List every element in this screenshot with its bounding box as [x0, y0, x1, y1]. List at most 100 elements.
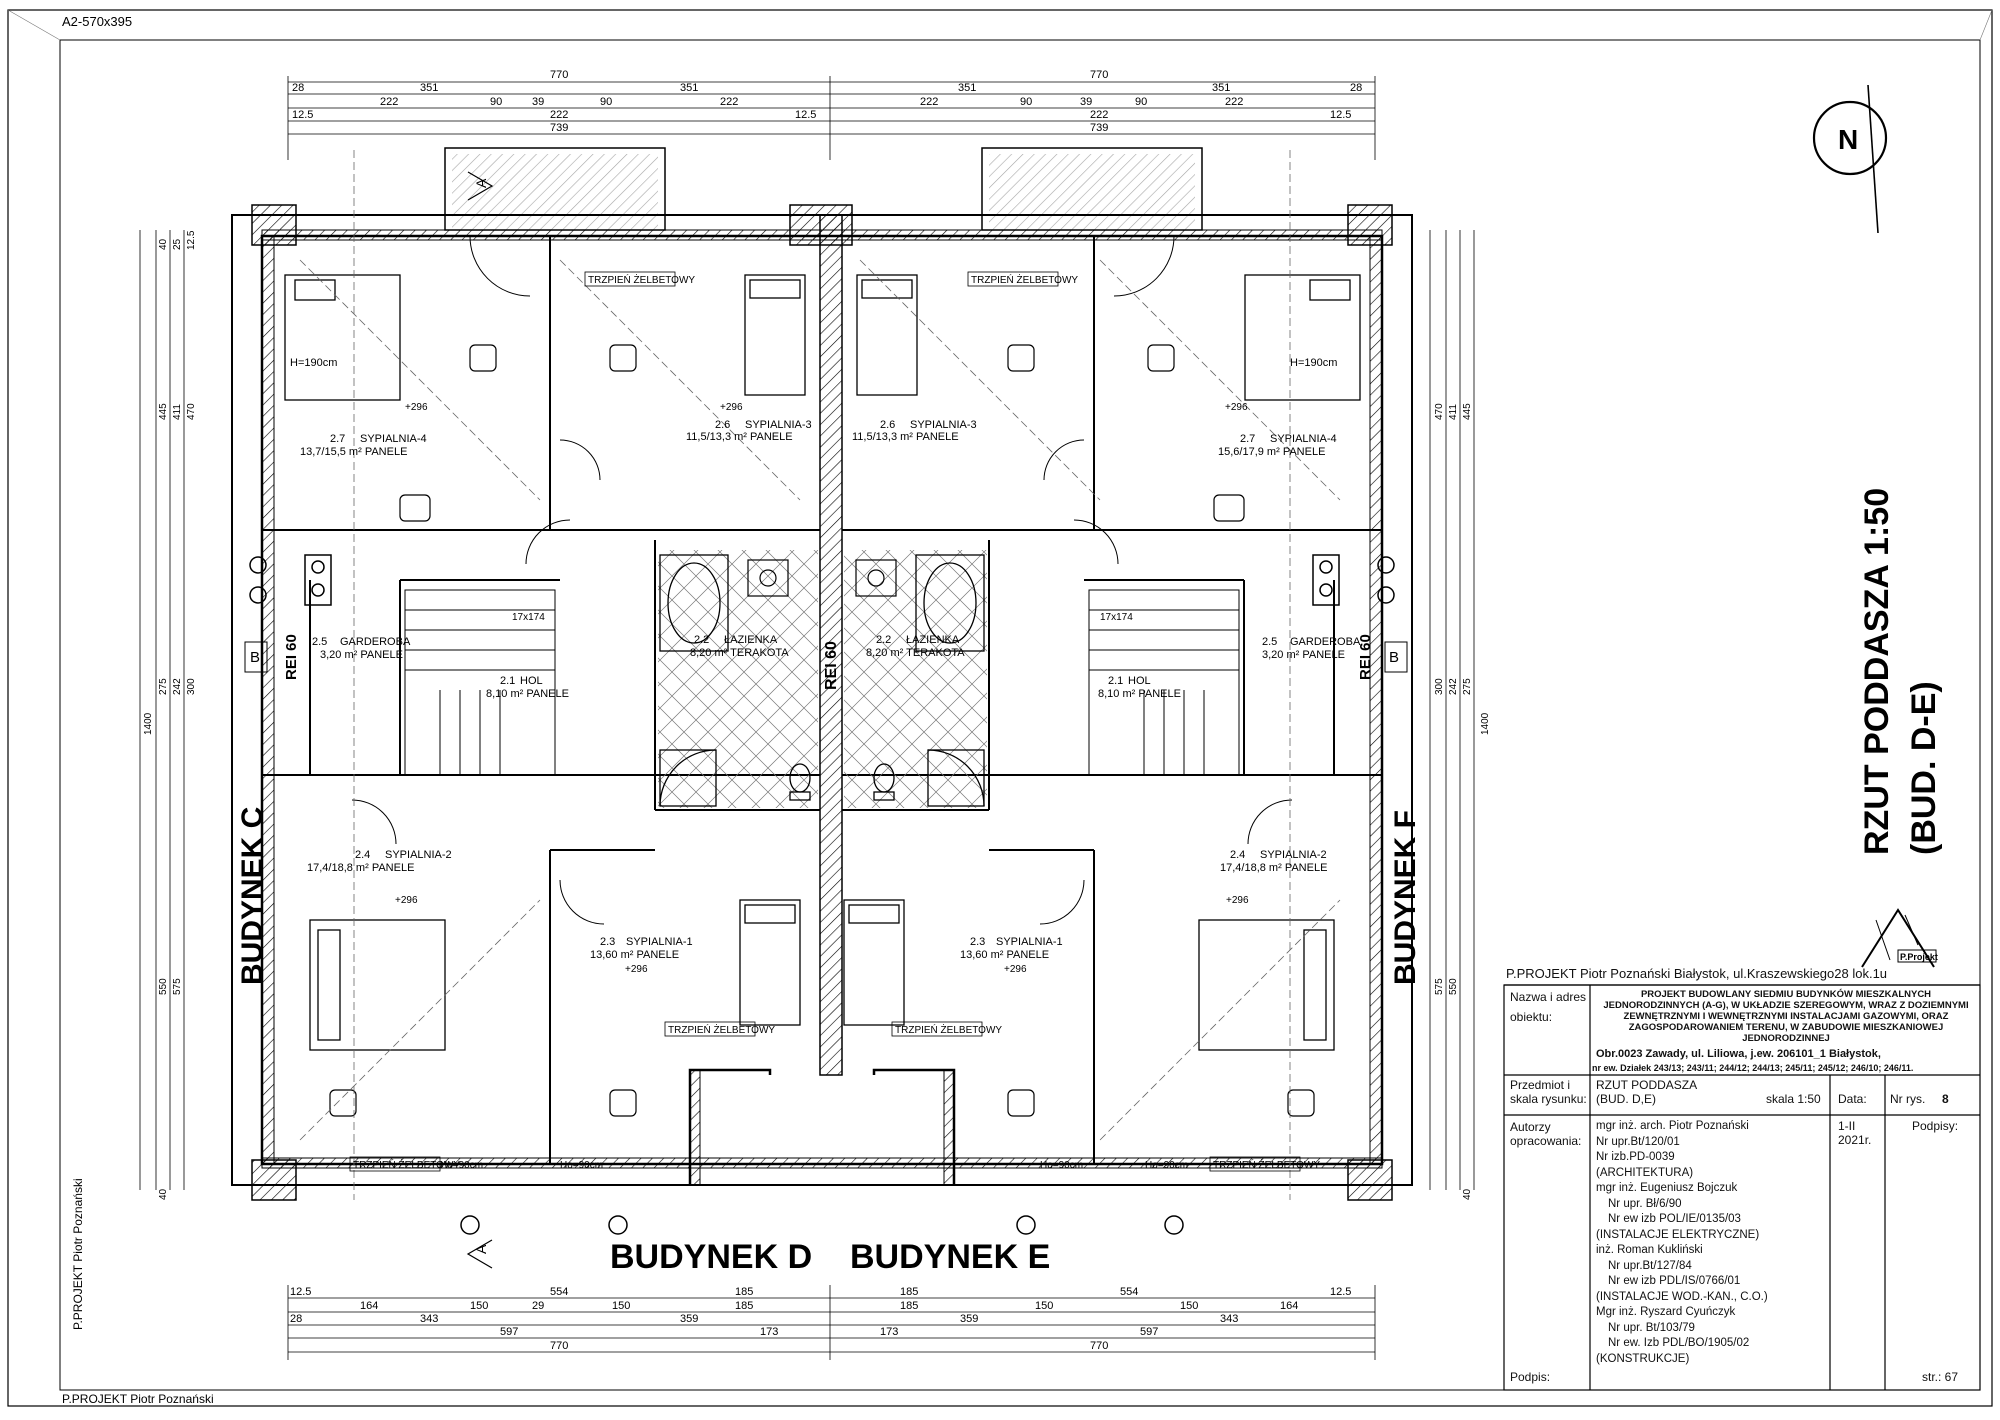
bathroom-tile-left [658, 550, 818, 808]
roof-lines [299, 150, 1341, 1200]
stair-label-left: 17x174 [512, 612, 545, 623]
room-2-2-right-name: ŁAZIENKA [906, 634, 960, 646]
level-1: +296 [405, 402, 428, 413]
dim-bot-h: 150 [470, 1300, 488, 1312]
page-number: str.: 67 [1922, 1370, 1959, 1384]
room-2-6-left-id: 2.6 [715, 419, 730, 431]
room-2-6-left: 2.6 SYPIALNIA-3 11,5/13,3 m² PANELE [686, 419, 812, 443]
skala-value: skala 1:50 [1766, 1092, 1821, 1106]
level-5: +296 [625, 964, 648, 975]
room-2-3-left: 2.3 SYPIALNIA-1 13,60 m² PANELE [590, 936, 693, 961]
dim-bot-j: 150 [612, 1300, 630, 1312]
shower-left [659, 749, 717, 807]
bed-room-2-3-right [843, 899, 905, 1026]
room-2-1-left: 2.1 HOL 8,10 m² PANELE [486, 675, 569, 700]
dim-bot-s: 343 [1220, 1313, 1238, 1325]
dim-bot-k: 185 [735, 1300, 753, 1312]
room-2-4-left: 2.4 SYPIALNIA-2 17,4/18,8 m² PANELE [307, 849, 452, 874]
dim-side-575-left: 575 [172, 978, 183, 995]
drawing-title-line2: (BUD. D-E) [1905, 681, 1943, 855]
opracowania-label: opracowania: [1510, 1134, 1582, 1148]
room-2-3-right-name: SYPIALNIA-1 [996, 936, 1063, 948]
room-2-7-left-name: SYPIALNIA-4 [360, 433, 427, 445]
nr-rys-value: 8 [1942, 1092, 1949, 1106]
dim-side-445-left: 445 [158, 403, 169, 420]
author-4-role: (KONSTRUKCJE) [1596, 1352, 1690, 1365]
dim-bot-e: 554 [1120, 1286, 1138, 1298]
room-2-1-right-name: HOL [1128, 675, 1151, 687]
room-2-5-left-name: GARDEROBA [340, 636, 411, 648]
dim-side-275-right: 275 [1462, 678, 1473, 695]
author-1-role: (ARCHITEKTURA) [1596, 1166, 1694, 1179]
author-4-upr: Nr upr. Bt/103/79 [1608, 1321, 1695, 1334]
section-marker-b-left: B [244, 641, 268, 673]
trzpien-3: TRZPIEŃ ŻELBETOWY [668, 1023, 775, 1036]
dim-top-d: 351 [958, 82, 976, 94]
dim-side-1400-right: 1400 [1480, 712, 1491, 735]
dim-bot-u: 597 [500, 1326, 518, 1338]
dim-bot-q: 359 [680, 1313, 698, 1325]
dim-bot-b: 554 [550, 1286, 568, 1298]
room-2-3-left-id: 2.3 [600, 936, 615, 948]
dim-top-h: 90 [490, 96, 502, 108]
dim-side-470-right: 470 [1434, 403, 1445, 420]
bed-room-2-7-right [1244, 274, 1361, 401]
room-2-6-right-name: SYPIALNIA-3 [910, 419, 977, 431]
room-2-2-right-area: 8,20 m² TERAKOTA [866, 647, 965, 659]
room-2-5-left-id: 2.5 [312, 636, 327, 648]
room-2-2-left-name: ŁAZIENKA [724, 634, 778, 646]
dim-side-40-left: 40 [158, 238, 169, 250]
dim-bot-z: 770 [1090, 1340, 1108, 1352]
dimension-chain-left [139, 230, 185, 1190]
author-2-role: (INSTALACJE ELEKTRYCZNE) [1596, 1228, 1760, 1241]
room-2-2-left-area: 8,20 m² TERAKOTA [690, 647, 789, 659]
room-2-4-right-id: 2.4 [1230, 849, 1245, 861]
room-2-6-right-area: 11,5/13,3 m² PANELE [852, 431, 959, 443]
author-2-name: mgr inż. Eugeniusz Bojczuk [1596, 1182, 1738, 1194]
bed-room-2-6-left [744, 274, 806, 396]
podpisy-label: Podpisy: [1912, 1119, 1959, 1133]
trzpien-4: TRZPIEŃ ŻELBETOWY [895, 1023, 1002, 1036]
dim-top-e: 351 [1212, 82, 1230, 94]
room-2-1-left-name: HOL [520, 675, 543, 687]
skala-label: skala rysunku: [1510, 1092, 1587, 1106]
bed-height-right: H=190cm [1290, 357, 1337, 369]
level-2: +296 [720, 402, 743, 413]
dim-bot-c: 185 [735, 1286, 753, 1298]
podpis-label: Podpis: [1510, 1370, 1551, 1384]
sink-right [855, 559, 897, 597]
dim-side-242-left: 242 [172, 678, 183, 695]
dim-bot-f: 12.5 [1330, 1286, 1351, 1298]
north-label: N [1838, 124, 1858, 155]
dim-side-575-right: 575 [1434, 978, 1445, 995]
project-line-2: JEDNORODZINNYCH (A-G), W UKŁADZIE SZEREG… [1603, 1000, 1969, 1011]
date-value-1: 1-II [1838, 1119, 1856, 1133]
author-1-upr: Nr upr.Bt/120/01 [1596, 1135, 1680, 1148]
dim-side-125-left: 12.5 [186, 230, 197, 250]
dim-top-total-left: 770 [550, 69, 568, 81]
title-block-project: PROJEKT BUDOWLANY SIEDMIU BUDYNKÓW MIESZ… [1596, 989, 1976, 1044]
room-2-2-left: 2.2 ŁAZIENKA 8,20 m² TERAKOTA [690, 634, 789, 659]
dim-bot-r: 359 [960, 1313, 978, 1325]
bed-height-left: H=190cm [290, 357, 337, 369]
dim-top-k: 222 [720, 96, 738, 108]
trzpien-6: TRZPIEŃ ŻELBETOWY [1213, 1158, 1320, 1171]
room-2-4-left-id: 2.4 [355, 849, 370, 861]
dim-top-n: 39 [1080, 96, 1092, 108]
section-b-left-label: B [250, 649, 260, 666]
door-swings [351, 235, 1293, 925]
dimension-chain-right [1429, 230, 1475, 1190]
sheet-format: A2-570x395 [62, 14, 132, 29]
dim-side-550-left: 550 [158, 978, 169, 995]
dim-bot-n: 150 [1180, 1300, 1198, 1312]
room-2-5-right-area: 3,20 m² PANELE [1262, 649, 1345, 661]
dim-top-v: 739 [550, 122, 568, 134]
room-2-5-right-id: 2.5 [1262, 636, 1277, 648]
dim-bot-d: 185 [900, 1286, 918, 1298]
room-2-4-right-area: 17,4/18,8 m² PANELE [1220, 862, 1327, 874]
dim-bot-x: 597 [1140, 1326, 1158, 1338]
dim-bot-l: 185 [900, 1300, 918, 1312]
obiekt-label: obiektu: [1510, 1010, 1553, 1024]
room-2-1-right-id: 2.1 [1108, 675, 1123, 687]
